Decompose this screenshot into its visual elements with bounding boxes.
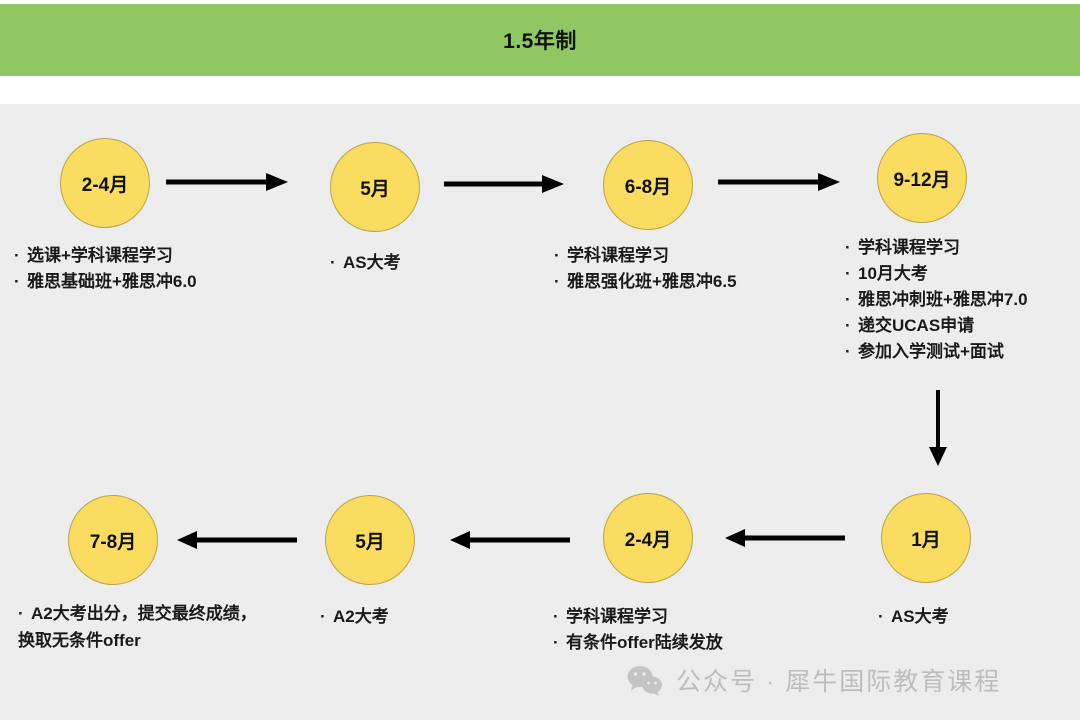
bullet-item: · 有条件offer陆续发放: [553, 630, 833, 656]
bullet-dot-icon: ·: [554, 246, 560, 265]
bullet-item: · 参加入学测试+面试: [845, 339, 1080, 365]
bullet-text: 10月大考: [858, 264, 928, 283]
node-label: 6-8月: [624, 176, 672, 198]
bullet-dot-icon: ·: [845, 316, 851, 335]
bullet-text: 雅思冲刺班+雅思冲7.0: [858, 290, 1028, 309]
node-bullets-r2n2: · A2大考: [320, 604, 540, 630]
node-circle-r2n2[interactable]: 5月: [325, 495, 415, 585]
node-circle-r2n4[interactable]: 1月: [881, 493, 971, 583]
bullet-dot-icon: ·: [845, 290, 851, 309]
bullet-item: · 学科课程学习: [845, 235, 1080, 261]
node-label: 1月: [911, 529, 941, 551]
node-bullets-r1n2: · AS大考: [330, 250, 560, 276]
bullet-item: · 学科课程学习: [553, 604, 833, 630]
node-circle-r2n1[interactable]: 7-8月: [68, 495, 158, 585]
bullet-text: A2大考: [333, 607, 389, 626]
bullet-dot-icon: ·: [553, 633, 559, 652]
bullet-text: 有条件offer陆续发放: [566, 633, 723, 652]
header-banner: 1.5年制: [0, 4, 1080, 76]
bullet-dot-icon: ·: [845, 342, 851, 361]
bullet-text: A2大考出分，提交最终成绩，换取无条件offer: [18, 604, 257, 650]
arrow-left-icon-a6: [450, 530, 570, 550]
node-bullets-r2n1: ·A2大考出分，提交最终成绩，换取无条件offer: [18, 600, 266, 654]
bullet-item: · 选课+学科课程学习: [14, 243, 314, 269]
bullet-text: 雅思强化班+雅思冲6.5: [567, 272, 737, 291]
node-label: 2-4月: [81, 174, 129, 196]
bullet-item: · AS大考: [330, 250, 560, 276]
node-circle-r1n1[interactable]: 2-4月: [60, 138, 150, 228]
bullet-item: ·A2大考出分，提交最终成绩，换取无条件offer: [18, 600, 266, 654]
bullet-text: 参加入学测试+面试: [858, 342, 1004, 361]
node-bullets-r1n1: · 选课+学科课程学习 · 雅思基础班+雅思冲6.0: [14, 243, 314, 295]
bullet-text: AS大考: [343, 253, 401, 272]
node-label: 9-12月: [893, 169, 951, 191]
page-title: 1.5年制: [503, 30, 577, 53]
node-label: 5月: [355, 531, 385, 553]
bullet-dot-icon: ·: [18, 604, 24, 623]
node-label: 5月: [360, 178, 390, 200]
watermark: 公众号 · 犀牛国际教育课程: [626, 662, 1001, 698]
node-bullets-r2n4: · AS大考: [878, 604, 1078, 630]
bullet-text: 选课+学科课程学习: [27, 246, 173, 265]
node-label: 2-4月: [624, 529, 672, 551]
bullet-text: 学科课程学习: [566, 607, 668, 626]
bullet-dot-icon: ·: [554, 272, 560, 291]
node-circle-r1n2[interactable]: 5月: [330, 142, 420, 232]
bullet-dot-icon: ·: [14, 246, 20, 265]
bullet-dot-icon: ·: [330, 253, 336, 272]
node-circle-r2n3[interactable]: 2-4月: [603, 493, 693, 583]
wechat-icon: [626, 664, 664, 696]
node-circle-r1n4[interactable]: 9-12月: [877, 133, 967, 223]
bullet-item: · 递交UCAS申请: [845, 313, 1080, 339]
watermark-text: 公众号 · 犀牛国际教育课程: [676, 668, 1002, 696]
arrow-down-icon-a4: [928, 390, 948, 466]
bullet-item: · 雅思冲刺班+雅思冲7.0: [845, 287, 1080, 313]
node-bullets-r1n4: · 学科课程学习 · 10月大考 · 雅思冲刺班+雅思冲7.0 · 递交UCAS申请 ·…: [845, 235, 1080, 365]
bullet-text: 学科课程学习: [567, 246, 669, 265]
node-bullets-r1n3: · 学科课程学习 · 雅思强化班+雅思冲6.5: [554, 243, 844, 295]
bullet-dot-icon: ·: [878, 607, 884, 626]
arrow-left-icon-a7: [725, 528, 845, 548]
bullet-dot-icon: ·: [320, 607, 326, 626]
bullet-item: · A2大考: [320, 604, 540, 630]
arrow-right-icon-a3: [718, 172, 840, 192]
bullet-dot-icon: ·: [553, 607, 559, 626]
bullet-dot-icon: ·: [845, 238, 851, 257]
bullet-item: · 学科课程学习: [554, 243, 844, 269]
arrow-right-icon-a2: [444, 174, 564, 194]
bullet-item: · 雅思强化班+雅思冲6.5: [554, 269, 844, 295]
arrow-right-icon-a1: [166, 172, 288, 192]
bullet-item: · 10月大考: [845, 261, 1080, 287]
bullet-text: 雅思基础班+雅思冲6.0: [27, 272, 197, 291]
bullet-text: 学科课程学习: [858, 238, 960, 257]
node-label: 7-8月: [89, 531, 137, 553]
bullet-item: · AS大考: [878, 604, 1078, 630]
bullet-text: 递交UCAS申请: [858, 316, 975, 335]
bullet-item: · 雅思基础班+雅思冲6.0: [14, 269, 314, 295]
arrow-left-icon-a5: [177, 530, 297, 550]
bullet-dot-icon: ·: [14, 272, 20, 291]
bullet-text: AS大考: [891, 607, 949, 626]
node-bullets-r2n3: · 学科课程学习 · 有条件offer陆续发放: [553, 604, 833, 656]
node-circle-r1n3[interactable]: 6-8月: [603, 140, 693, 230]
bullet-dot-icon: ·: [845, 264, 851, 283]
